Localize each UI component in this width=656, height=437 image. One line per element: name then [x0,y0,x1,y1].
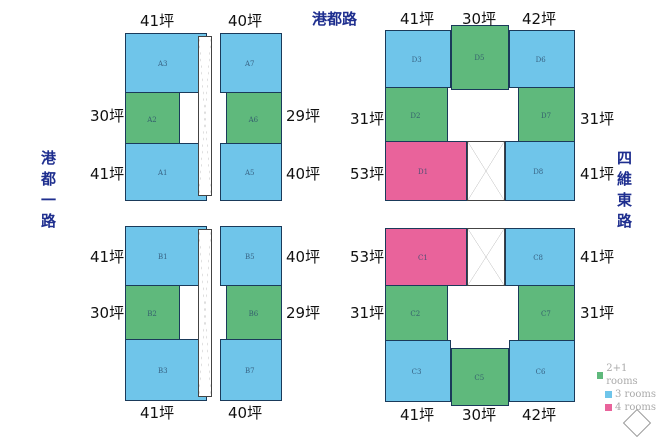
unit-label: B7 [245,367,255,375]
unit-label: C7 [541,310,551,319]
unit-b1[interactable]: B1 [125,226,207,286]
unit-label: D7 [541,111,552,120]
area-label: 29坪 [286,304,321,322]
legend-item: 2+1 rooms [597,362,656,388]
area-label: 31坪 [350,304,385,322]
area-label: 41坪 [580,248,615,266]
area-label: 41坪 [400,10,435,28]
unit-label: B6 [248,309,259,318]
legend-label: 3 rooms [615,389,656,400]
legend-swatch [605,404,613,411]
unit-label: B5 [245,253,255,262]
area-label: 30坪 [90,107,125,125]
building-core-b [198,229,212,397]
area-label: 31坪 [350,110,385,128]
area-label: 40坪 [228,404,263,422]
unit-label: D6 [535,56,546,65]
area-label: 31坪 [580,304,615,322]
unit-b2[interactable]: B2 [125,285,180,340]
area-label: 41坪 [90,165,125,183]
unit-a6[interactable]: A6 [226,92,282,144]
legend: 2+1 rooms 3 rooms 4 rooms [597,362,656,414]
unit-c1[interactable]: C1 [385,228,467,286]
legend-item: 4 rooms [597,401,656,414]
unit-d7[interactable]: D7 [518,87,575,142]
area-label: 30坪 [462,10,497,28]
unit-label: B2 [147,309,157,318]
road-label-top: 港都路 [312,10,358,28]
area-label: 42坪 [522,406,557,424]
unit-a3[interactable]: A3 [125,33,207,93]
unit-label: D1 [418,168,429,177]
area-label: 41坪 [140,404,175,422]
unit-label: A5 [245,169,255,178]
unit-label: C2 [410,310,421,319]
area-label: 41坪 [580,165,615,183]
unit-label: D2 [410,111,421,120]
unit-c3[interactable]: C3 [385,340,451,402]
unit-c6[interactable]: C6 [509,340,575,402]
unit-label: C6 [535,368,546,376]
unit-d5[interactable]: D5 [451,25,509,90]
area-label: 30坪 [90,304,125,322]
unit-c5[interactable]: C5 [451,348,509,406]
unit-label: C5 [474,374,485,383]
area-label: 53坪 [350,165,385,183]
area-label: 40坪 [286,165,321,183]
legend-item: 3 rooms [597,388,656,401]
unit-label: A6 [248,115,259,124]
road-label-left: 港都一路 [39,150,57,234]
unit-b6[interactable]: B6 [226,285,282,340]
area-label: 29坪 [286,107,321,125]
unit-label: D5 [474,54,485,63]
unit-label: A3 [158,60,168,69]
area-label: 42坪 [522,10,557,28]
unit-label: C1 [418,254,428,263]
unit-label: A2 [147,115,157,124]
unit-label: B3 [158,367,168,375]
unit-c2[interactable]: C2 [385,285,448,341]
unit-d6[interactable]: D6 [509,30,575,88]
unit-label: C3 [411,368,422,376]
unit-label: C8 [533,254,543,263]
unit-a7[interactable]: A7 [220,33,282,93]
unit-d3[interactable]: D3 [385,30,451,88]
void-d [467,141,505,201]
unit-d2[interactable]: D2 [385,87,448,142]
legend-swatch [605,391,613,398]
unit-label: D8 [533,168,544,177]
unit-label: A1 [158,169,168,178]
legend-swatch [597,371,604,379]
unit-d1[interactable]: D1 [385,141,467,201]
unit-b5[interactable]: B5 [220,226,282,286]
unit-b7[interactable]: B7 [220,339,282,401]
unit-a5[interactable]: A5 [220,143,282,201]
area-label: 41坪 [90,248,125,266]
unit-c7[interactable]: C7 [518,285,575,341]
unit-b3[interactable]: B3 [125,339,207,401]
area-label: 40坪 [286,248,321,266]
area-label: 53坪 [350,248,385,266]
unit-label: B1 [158,253,168,262]
legend-label: 2+1 rooms [606,363,638,387]
area-label: 41坪 [140,12,175,30]
area-label: 40坪 [228,12,263,30]
area-label: 31坪 [580,110,615,128]
legend-label: 4 rooms [615,402,656,413]
road-label-right: 四維東路 [615,150,633,234]
unit-d8[interactable]: D8 [505,141,575,201]
area-label: 30坪 [462,406,497,424]
unit-a1[interactable]: A1 [125,143,207,201]
unit-a2[interactable]: A2 [125,92,180,144]
building-core-a [198,36,212,196]
area-label: 41坪 [400,406,435,424]
unit-c8[interactable]: C8 [505,228,575,286]
unit-label: D3 [411,56,422,65]
void-c [467,228,505,286]
unit-label: A7 [245,60,255,69]
